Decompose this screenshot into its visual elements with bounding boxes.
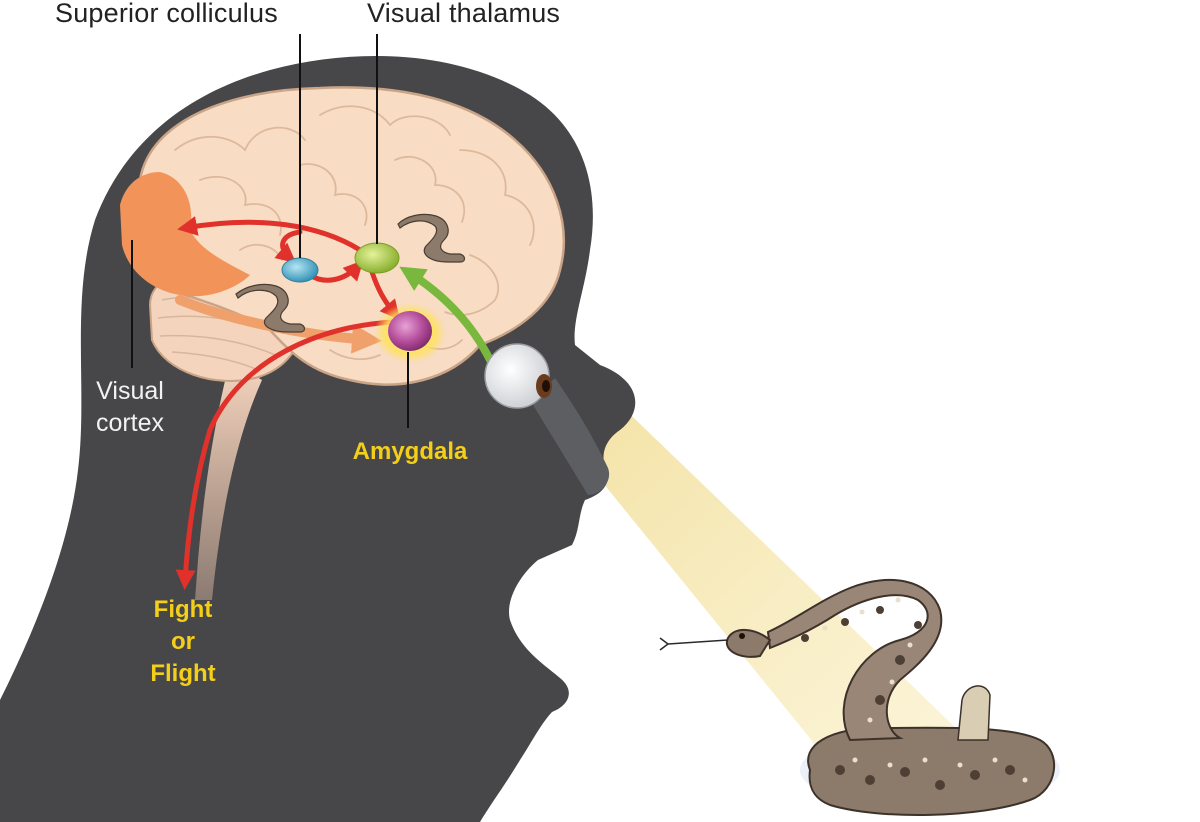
superior-colliculus-node: [281, 257, 319, 283]
label-fight-line2: or: [171, 628, 195, 655]
label-superior-colliculus: Superior colliculus: [55, 0, 278, 28]
label-visual-thalamus: Visual thalamus: [367, 0, 561, 28]
amygdala-to-brainstem-pathway: [175, 319, 398, 590]
label-visual-cortex: Visual cortex: [70, 375, 190, 439]
label-fight-line3: Flight: [150, 660, 216, 687]
brain-stem: [195, 360, 262, 600]
snake-icon-thalamus: [397, 213, 466, 263]
rattlesnake: [659, 578, 1060, 816]
label-visual-cortex-line2: cortex: [95, 409, 165, 437]
thalamus-to-cortex-pathway: [177, 216, 363, 253]
label-fight-or-flight: Fight or Flight: [120, 594, 246, 690]
label-amygdala: Amygdala: [352, 438, 468, 465]
snake-icon-cortex: [235, 283, 306, 333]
eye: [484, 343, 610, 495]
label-visual-cortex-line1: Visual: [96, 377, 164, 405]
light-beam: [560, 395, 1010, 800]
eye-to-thalamus-pathway: [399, 266, 494, 364]
visual-thalamus-node: [354, 242, 400, 274]
amygdala-node: [388, 311, 432, 351]
thalamus-to-colliculus-pathway: [274, 229, 303, 264]
label-fight-line1: Fight: [153, 596, 213, 623]
